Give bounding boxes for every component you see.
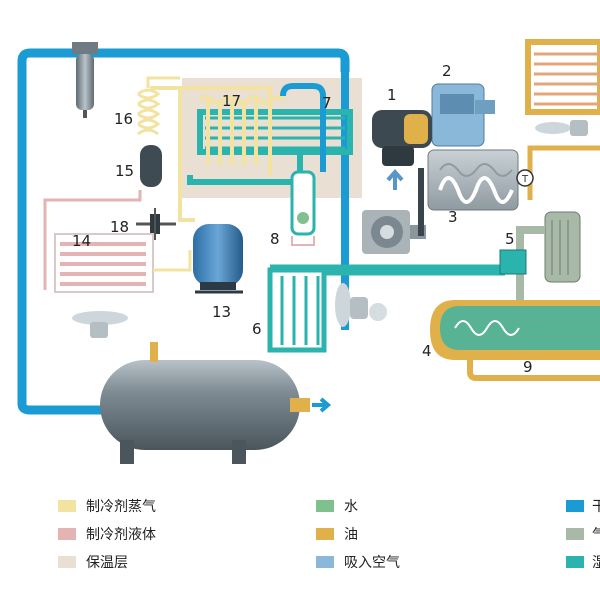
refrigerant-coil-16 [137,88,161,136]
legend-label-air: 气 [592,527,600,543]
dryer-air-loop [187,150,303,185]
intake-air-arrow [386,168,404,190]
oil-separator-spiral [454,320,520,336]
fan-icon [535,120,588,136]
component-number-labels: 1 2 3 4 5 6 7 8 9 13 14 15 16 17 18 [72,62,533,376]
air-tank-icon [100,342,300,464]
label-16: 16 [114,110,133,128]
refrigerant-line [150,86,195,222]
legend-swatch-wet [566,556,584,568]
label-17: 17 [222,92,241,110]
legend-swatch-air [566,528,584,540]
legend-swatch-refrigerant-vapor [58,500,76,512]
label-18: 18 [110,218,129,236]
label-1: 1 [387,86,397,104]
legend-swatch-intake-air [316,556,334,568]
legend-label-intake-air: 吸入空气 [344,555,400,571]
label-8: 8 [270,230,280,248]
legend-swatch-refrigerant-liquid [58,528,76,540]
legend-label-refrigerant-vapor: 制冷剂蒸气 [86,499,156,515]
legend-swatch-oil [316,528,334,540]
refrigerant-evaporator [197,109,353,155]
label-7: 7 [322,94,332,112]
aftercooler [267,267,327,353]
label-15: 15 [115,162,134,180]
label-6: 6 [252,320,262,338]
label-3: 3 [448,208,458,226]
water-separator [280,83,326,236]
intake-valve [431,83,485,147]
label-14: 14 [72,232,91,250]
legend-label-insulation: 保温层 [86,555,128,571]
refrigeration-compressor [193,224,243,294]
legend-label-wet: 湿 [592,555,600,571]
drain-line [291,236,315,246]
label-2: 2 [442,62,452,80]
legend-label-refrigerant-liquid: 制冷剂液体 [86,527,156,543]
refrigerant-receiver [140,145,162,187]
oil-line-bottom [467,340,600,381]
fan-icon [335,283,387,327]
refrigerant-condenser [54,233,154,293]
air-filter-icon [72,42,98,118]
refrigerant-coil-loops [206,100,258,165]
legend-label-water: 水 [344,499,358,515]
legend-label-oil: 油 [344,527,358,543]
legend-swatch-water [316,500,334,512]
svg-text:T: T [521,174,529,185]
oil-separator-body [440,306,600,350]
label-13: 13 [212,303,231,321]
label-4: 4 [422,342,432,360]
legend-swatch-insulation [58,556,76,568]
drive-belt [418,168,424,236]
legend: 制冷剂蒸气 制冷剂液体 保温层 水 油 吸入空气 干 气 湿 [58,499,600,571]
separator-to-outlet [516,226,545,300]
legend-label-dry: 干 [592,499,600,515]
intake-filter [372,110,432,166]
legend-swatch-dry [566,500,584,512]
outlet-valve-icon [290,397,332,413]
separator-filter [544,211,581,283]
dry-air-pipe [17,48,350,415]
motor-icon [362,210,426,254]
refrigerant-liquid-line [43,190,142,290]
oil-line-top [527,145,600,200]
label-5: 5 [505,230,515,248]
thermostat-icon: T [516,169,534,187]
screw-rotor [438,176,514,204]
fan-icon [72,311,128,338]
expansion-valve [136,208,176,240]
min-pressure-valve [499,249,527,275]
label-9: 9 [523,358,533,376]
